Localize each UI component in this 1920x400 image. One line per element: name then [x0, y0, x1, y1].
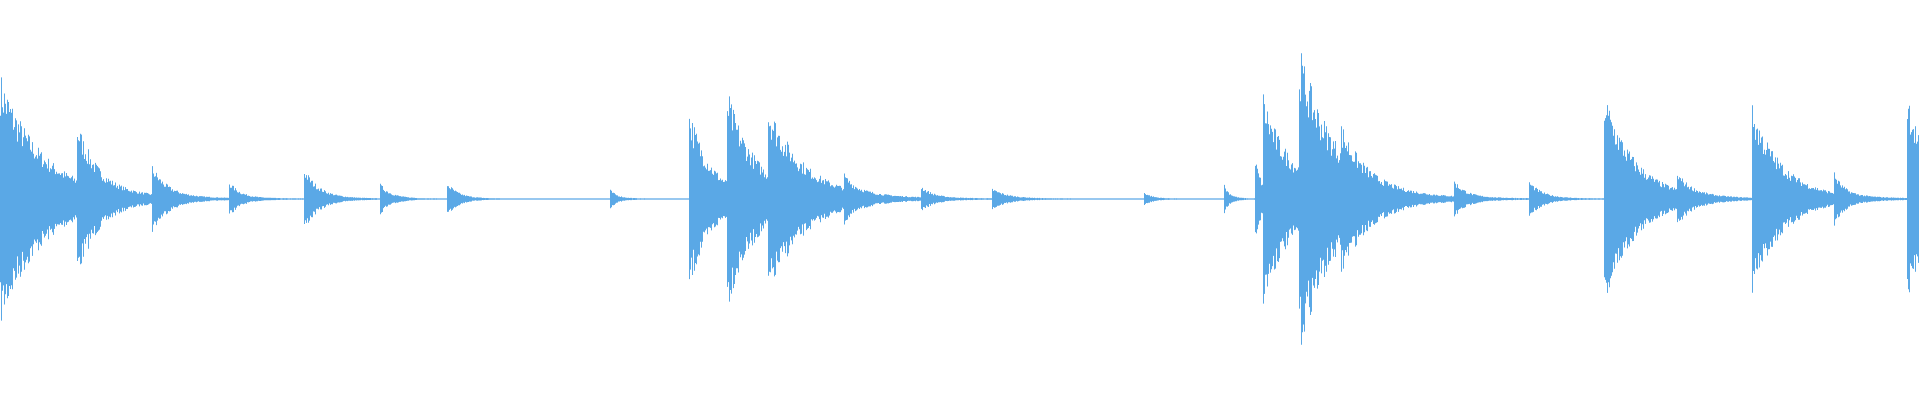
waveform-envelope [0, 53, 1919, 345]
